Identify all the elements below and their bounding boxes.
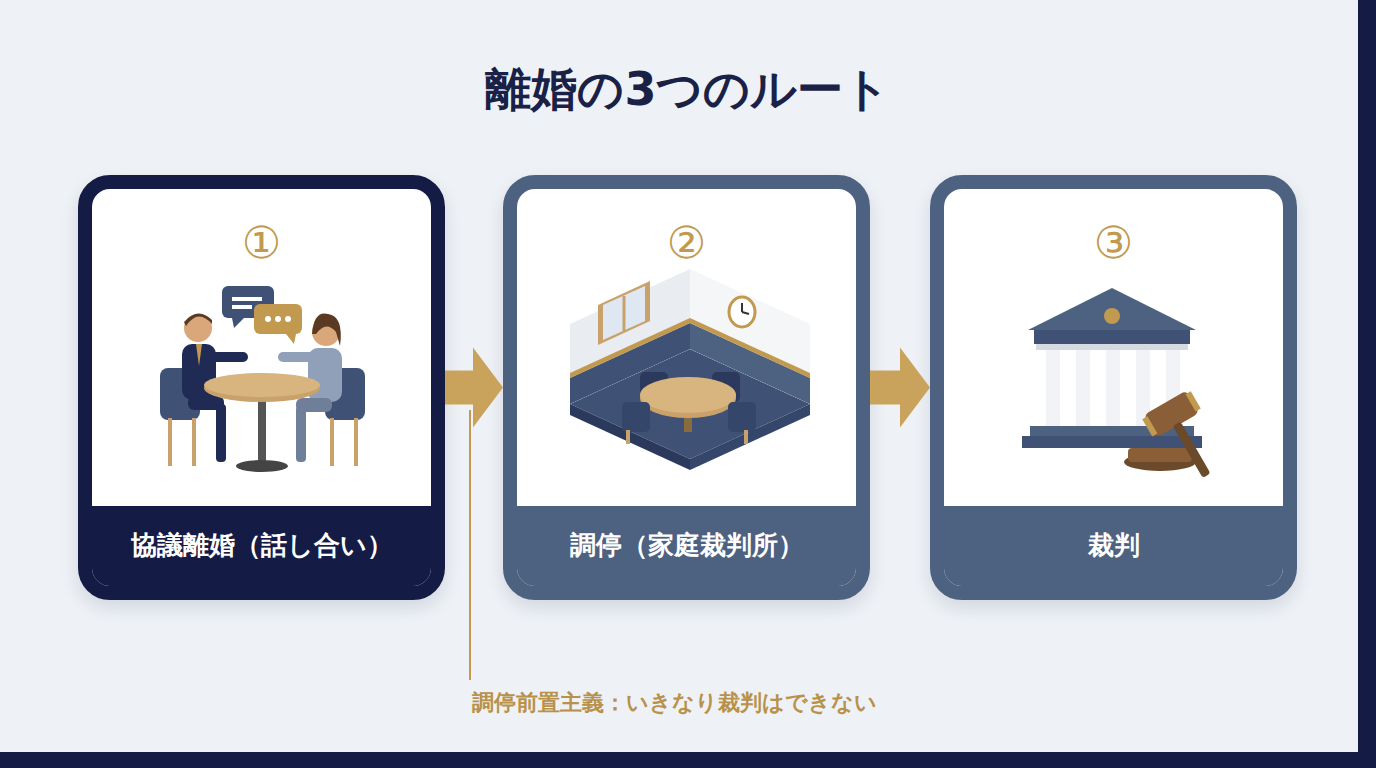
court-illustration — [1022, 288, 1231, 489]
label-band: 調停（家庭裁判所） — [517, 506, 856, 586]
court-illustration — [1104, 308, 1120, 324]
room-illustration — [741, 303, 743, 312]
label-band: 裁判 — [944, 506, 1283, 586]
route-label: 調停（家庭裁判所） — [558, 530, 816, 561]
room-illustration — [640, 377, 736, 413]
talk-illustration — [285, 316, 291, 322]
room-illustration — [623, 296, 626, 331]
talk-illustration — [254, 304, 302, 334]
talk-illustration — [236, 460, 288, 472]
court-illustration — [1142, 416, 1157, 436]
court-illustration — [1034, 330, 1190, 344]
talk-illustration — [296, 406, 306, 462]
route-label: 裁判 — [1076, 530, 1152, 561]
talk-illustration — [278, 352, 316, 362]
room-illustration — [690, 318, 810, 378]
room-illustration — [640, 378, 736, 418]
talk-illustration — [204, 373, 320, 397]
edge-layer — [445, 348, 930, 428]
court-illustration — [1036, 344, 1188, 350]
talk-illustration — [210, 352, 248, 362]
talk-illustration — [216, 404, 226, 462]
talk-illustration — [312, 313, 341, 346]
step-number: ① — [92, 219, 431, 267]
court-illustration — [1028, 288, 1196, 330]
talk-illustration — [258, 392, 266, 464]
court-illustration — [1128, 448, 1192, 462]
talk-illustration — [192, 418, 196, 466]
route-label: 協議離婚（話し合い） — [119, 530, 405, 561]
talk-illustration — [184, 313, 212, 326]
flow-arrow — [870, 348, 930, 428]
court-illustration — [1173, 421, 1211, 477]
room-illustration — [622, 402, 650, 432]
room-illustration — [570, 269, 810, 470]
court-illustration — [1046, 348, 1060, 426]
room-illustration — [603, 286, 645, 340]
talk-illustration — [196, 344, 202, 366]
talk-illustration — [232, 297, 262, 301]
talk-illustration — [330, 418, 334, 466]
label-band: 協議離婚（話し合い） — [92, 506, 431, 586]
court-illustration — [1022, 436, 1202, 448]
court-illustration — [1106, 348, 1120, 426]
note-label: 調停前置主義：いきなり裁判はできない — [472, 690, 877, 716]
leader-line — [469, 410, 471, 680]
flow-arrow — [445, 348, 503, 428]
talk-illustration — [232, 318, 244, 328]
talk-illustration — [160, 286, 365, 472]
diagram-title: 離婚の3つのルート — [0, 62, 1376, 117]
step-number: ② — [517, 219, 856, 267]
talk-illustration — [168, 418, 172, 466]
talk-illustration — [204, 374, 320, 402]
talk-illustration — [286, 334, 296, 344]
frame-bars — [0, 752, 1376, 768]
talk-illustration — [265, 316, 271, 322]
talk-illustration — [184, 314, 212, 342]
court-illustration — [1141, 389, 1231, 490]
frame-bars — [1358, 0, 1376, 768]
talk-illustration — [354, 418, 358, 466]
room-illustration — [744, 430, 748, 444]
step-number: ③ — [944, 219, 1283, 267]
room-illustration — [742, 312, 749, 314]
room-illustration — [626, 430, 630, 444]
room-illustration — [728, 402, 756, 432]
talk-illustration — [232, 305, 252, 309]
talk-illustration — [275, 316, 281, 322]
court-illustration — [1186, 391, 1201, 411]
court-illustration — [1076, 348, 1090, 426]
room-illustration — [598, 281, 650, 345]
room-illustration — [729, 297, 755, 327]
